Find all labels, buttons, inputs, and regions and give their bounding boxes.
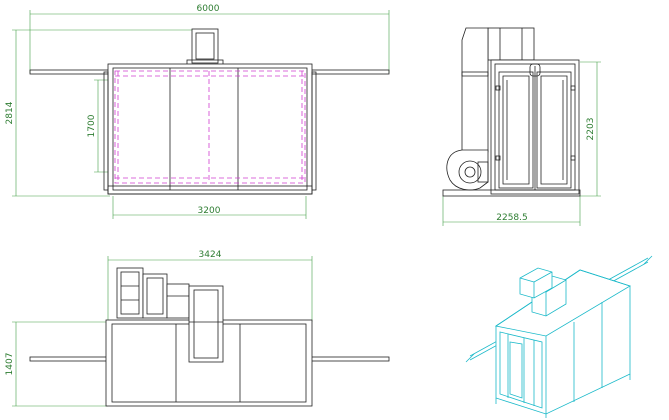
dim-label-1407: 1407: [5, 353, 15, 376]
side-base: [442, 189, 581, 197]
plan-view: 3424 1407: [5, 250, 390, 407]
dim-label-2203: 2203: [586, 118, 596, 141]
plan-duct: [188, 285, 224, 363]
dim-front-width-total: 6000: [29, 4, 390, 73]
iso-door-frame: [499, 331, 543, 409]
fan-housing: [461, 27, 489, 77]
dim-side-height: 2203: [580, 61, 601, 197]
dim-label-2814: 2814: [5, 101, 15, 124]
side-door-right: [536, 71, 572, 189]
front-elevation-view: 6000 2814 1700 3200: [5, 4, 390, 219]
dim-label-2258-5: 2258.5: [496, 213, 528, 223]
dim-label-3424: 3424: [199, 250, 222, 260]
dim-label-3200: 3200: [198, 206, 221, 216]
dim-front-height-total: 2814: [5, 29, 195, 197]
dim-label-1700: 1700: [87, 114, 97, 137]
hidden-interior-outline: [114, 70, 306, 184]
side-duct: [487, 27, 535, 61]
dim-top-depth: 1407: [5, 321, 108, 407]
dim-side-width: 2258.5: [442, 196, 581, 226]
isometric-view: [465, 255, 653, 418]
dim-front-inner-width: 3200: [112, 196, 307, 219]
plan-blower-unit: [116, 267, 190, 319]
side-elevation-view: 2203 2258.5: [442, 27, 601, 226]
side-door-left: [498, 71, 534, 189]
dim-label-6000: 6000: [197, 4, 220, 14]
blower-fan: [446, 149, 489, 191]
dim-top-width: 3424: [107, 250, 313, 322]
oven-body-front: [107, 63, 313, 195]
